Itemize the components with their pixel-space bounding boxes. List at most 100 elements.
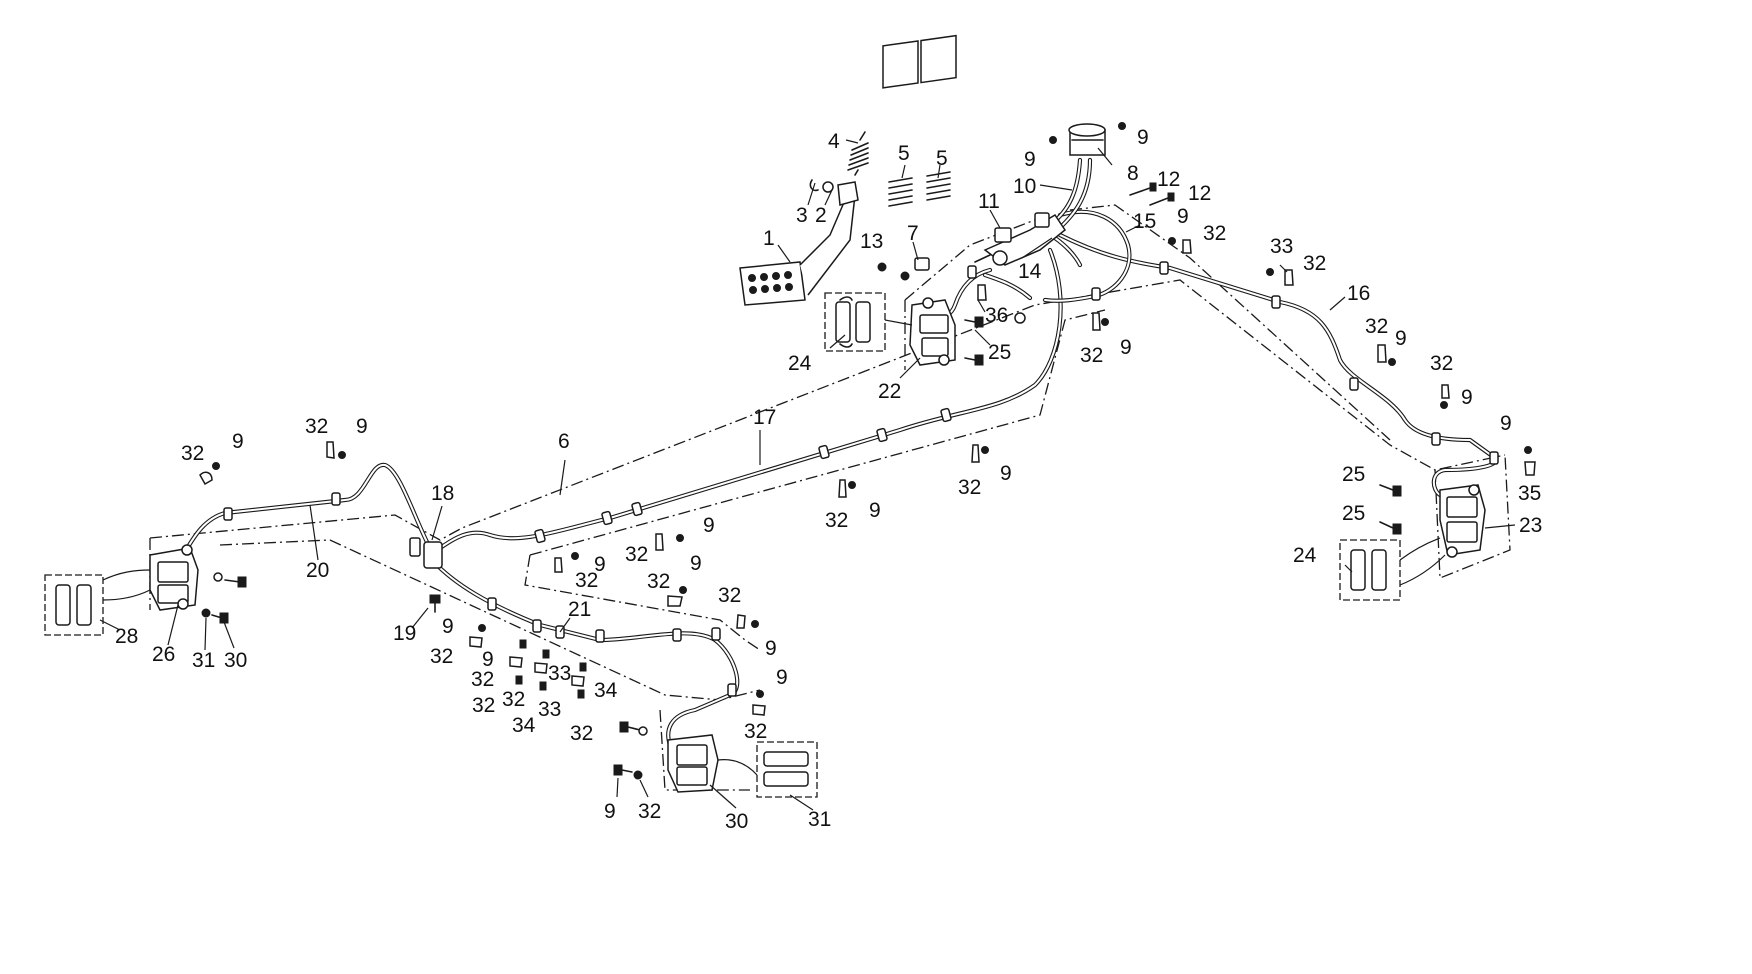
callout-28: 28 xyxy=(115,625,138,648)
callout-2: 2 xyxy=(815,204,827,227)
nut-13 xyxy=(877,262,887,272)
bolts-30-31-rear xyxy=(613,721,648,780)
callout-33-lower-c: 34 xyxy=(594,679,618,702)
callout-9-center-b: 9 xyxy=(869,499,881,522)
callout-9-center-c: 9 xyxy=(703,514,715,537)
callout-32-lower-f: 33 xyxy=(538,698,561,721)
callout-3: 3 xyxy=(796,204,808,227)
callout-14: 14 xyxy=(1018,260,1042,283)
callout-13: 13 xyxy=(860,230,883,253)
callout-27: 30 xyxy=(725,810,748,833)
caliper-27 xyxy=(667,734,719,793)
callout-32-center-d: 32 xyxy=(575,569,598,592)
bolts-12 xyxy=(1129,182,1175,206)
pin-and-clip xyxy=(809,179,834,193)
callout-32-lower-g: 32 xyxy=(744,720,767,743)
callout-9-lower-b: 9 xyxy=(690,552,702,575)
callout-33-lower-a: 9 xyxy=(482,648,494,671)
callout-9-center-a: 9 xyxy=(1000,462,1012,485)
fasteners xyxy=(199,122,1536,716)
caliper-23 xyxy=(1439,484,1486,558)
callout-16: 16 xyxy=(1347,282,1370,305)
callout-9-lower-a: 9 xyxy=(442,615,454,638)
callout-9-center-d: 9 xyxy=(594,553,606,576)
callout-9-right-a: 9 xyxy=(1395,327,1407,350)
callout-9-reservoir-left: 9 xyxy=(1024,148,1036,171)
pad-box-29 xyxy=(756,741,818,798)
callout-32-mid: 32 xyxy=(1080,344,1103,367)
callout-31-left: 31 xyxy=(192,649,215,672)
pad-box-28 xyxy=(44,574,104,636)
callout-34-lower-c: 32 xyxy=(570,722,593,745)
leader-lines xyxy=(99,139,1516,811)
callout-32-lower-d: 32 xyxy=(471,668,494,691)
callout-12b: 12 xyxy=(1188,182,1211,205)
callout-34-lower-b: 34 xyxy=(512,714,536,737)
callout-30-left: 30 xyxy=(224,649,247,672)
callout-24-right: 24 xyxy=(1293,544,1317,567)
callout-1: 1 xyxy=(763,227,775,250)
callout-5a: 5 xyxy=(898,142,910,165)
callout-9-upper: 9 xyxy=(1177,205,1189,228)
callout-31-rear: 32 xyxy=(638,800,661,823)
return-spring xyxy=(847,131,869,176)
callout-25-right-a: 25 xyxy=(1342,463,1365,486)
callout-6: 6 xyxy=(558,430,570,453)
callout-32-lower-e: 32 xyxy=(502,688,525,711)
callout-labels: 1 2 3 4 5 5 6 7 8 9 9 10 11 12 12 13 14 … xyxy=(115,126,1542,833)
callout-32-left-mid: 32 xyxy=(305,415,328,438)
t-joint-18 xyxy=(409,537,443,569)
caliper-26 xyxy=(149,544,199,611)
callout-33-upper: 33 xyxy=(1270,235,1293,258)
callout-32-right-a: 32 xyxy=(1365,315,1388,338)
callout-9-lower-d: 9 xyxy=(776,666,788,689)
callout-29: 31 xyxy=(808,808,831,831)
bolt-19 xyxy=(429,594,441,613)
callout-25-right-b: 25 xyxy=(1342,502,1365,525)
callout-9-left-mid: 9 xyxy=(356,415,368,438)
callout-36: 36 xyxy=(985,304,1008,327)
callout-12a: 12 xyxy=(1157,168,1180,191)
callout-32-lower-a: 32 xyxy=(647,570,670,593)
callout-25-front: 25 xyxy=(988,341,1011,364)
switch-7 xyxy=(900,257,930,281)
callout-9-right-c: 9 xyxy=(1500,412,1512,435)
callout-9-far-left: 9 xyxy=(232,430,244,453)
callout-9-lower-c: 9 xyxy=(765,637,777,660)
callout-32-lower-c: 32 xyxy=(430,645,453,668)
callout-7: 7 xyxy=(907,222,919,245)
callout-21: 21 xyxy=(568,598,591,621)
callout-17: 17 xyxy=(753,406,776,429)
pad-box-24-front xyxy=(824,292,886,352)
callout-19: 19 xyxy=(393,622,416,645)
reservoir-8 xyxy=(1068,123,1106,156)
callout-11: 11 xyxy=(978,190,1000,213)
callout-8: 8 xyxy=(1127,162,1139,185)
bolts-30-31-left xyxy=(201,572,247,624)
callout-32-center-b: 32 xyxy=(825,509,848,532)
callout-32-center-c: 32 xyxy=(625,543,648,566)
callout-30-rear: 9 xyxy=(604,800,616,823)
callout-32-upper: 32 xyxy=(1203,222,1226,245)
callout-15: 15 xyxy=(1133,210,1156,233)
line-clips xyxy=(223,261,1499,697)
callout-20: 20 xyxy=(306,559,329,582)
callout-33-lower-b: 33 xyxy=(548,662,571,685)
dash-dot-grouping-lines xyxy=(149,204,1511,791)
pad-box-24-right xyxy=(1339,539,1401,601)
pedal-pads xyxy=(882,34,957,207)
callout-34-lower-a: 32 xyxy=(472,694,495,717)
callout-26: 26 xyxy=(152,643,175,666)
callout-4: 4 xyxy=(828,130,840,153)
master-cylinder-11 xyxy=(974,212,1067,266)
callout-32-right-b: 32 xyxy=(1430,352,1453,375)
callout-32-upper-right: 32 xyxy=(1303,252,1326,275)
callout-32-center-a: 32 xyxy=(958,476,981,499)
callout-23: 23 xyxy=(1519,514,1542,537)
caliper-22 xyxy=(909,297,956,366)
callout-18: 18 xyxy=(431,482,454,505)
callout-22: 22 xyxy=(878,380,901,403)
callout-9-reservoir-right: 9 xyxy=(1137,126,1149,149)
callout-24-front: 24 xyxy=(788,352,812,375)
